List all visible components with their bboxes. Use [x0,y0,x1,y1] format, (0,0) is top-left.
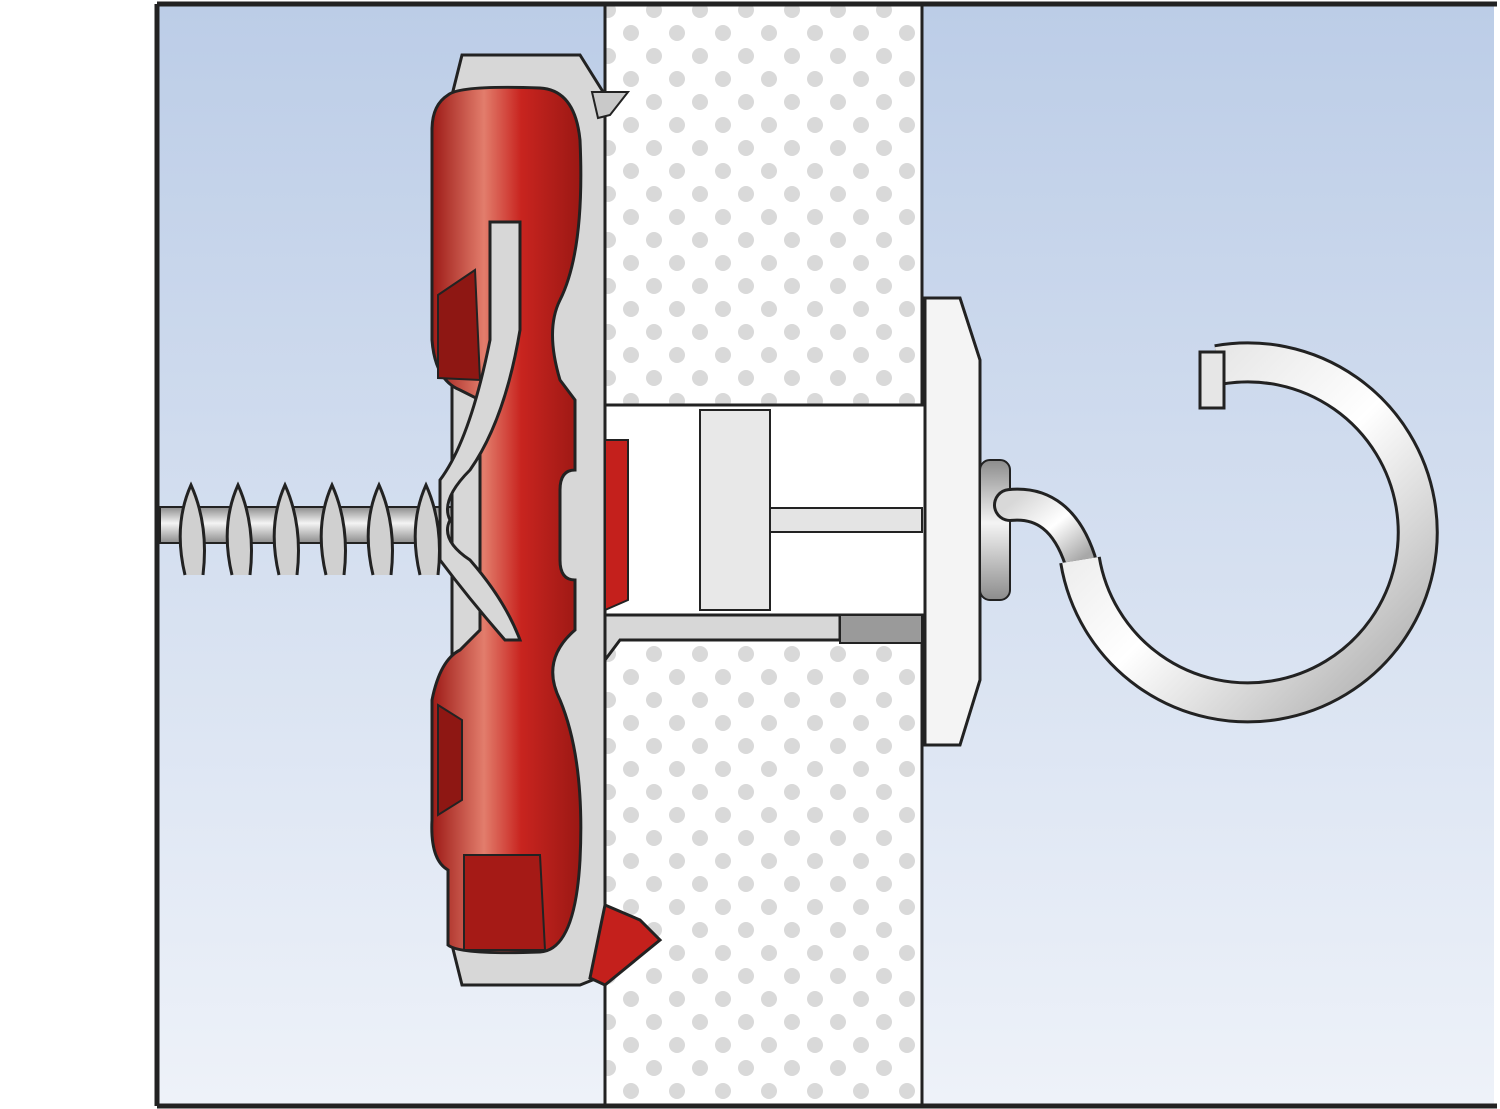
thread-ridge [178,481,206,576]
red-anchor-dowel [430,53,663,987]
anchor-collar [923,296,1011,747]
thread-ridge [366,481,394,576]
thread-ridge [272,481,300,576]
thread-ridge [319,481,347,576]
frame-border [154,1,1497,1109]
anchor-sleeve [603,403,927,665]
hook-screw [993,341,1439,724]
thread-ridge [225,481,253,576]
